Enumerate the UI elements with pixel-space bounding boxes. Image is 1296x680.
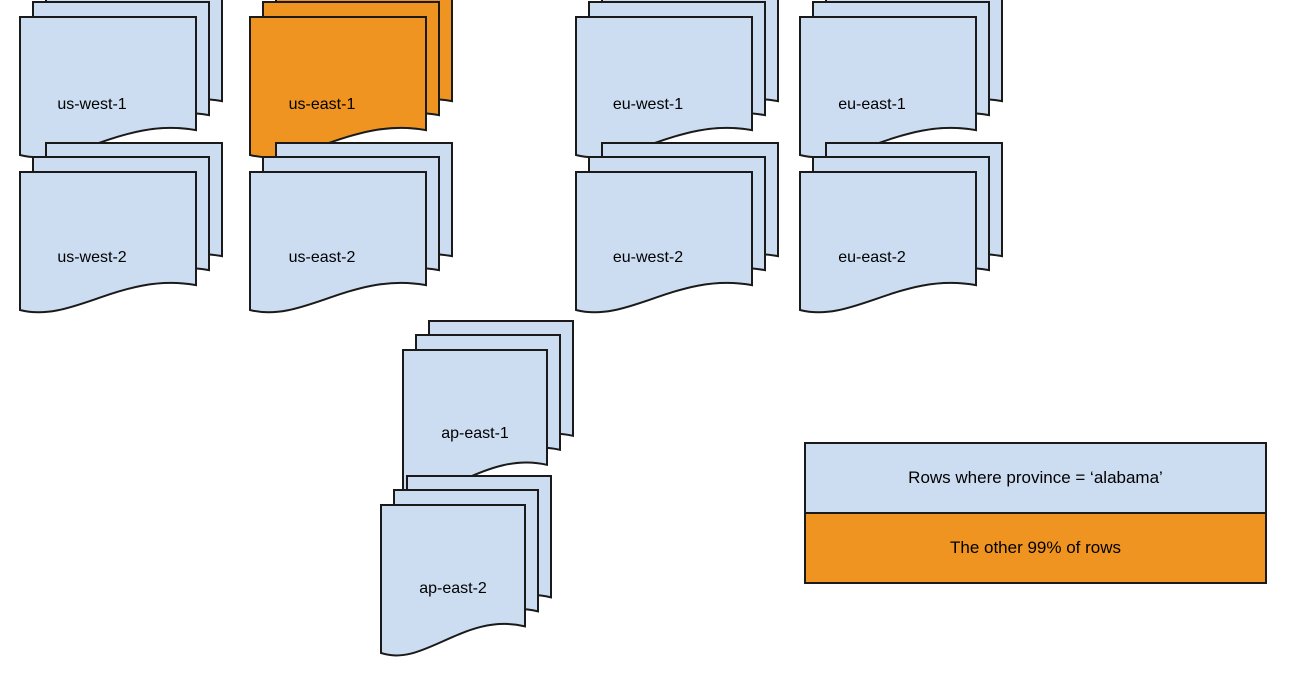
- stack-ap-east-1-sheet-3: [402, 349, 548, 494]
- stack-us-east-1-sheet-3: [249, 16, 427, 159]
- stack-eu-west-2[interactable]: [575, 142, 779, 314]
- stack-eu-east-1[interactable]: [799, 0, 1003, 159]
- stack-us-west-2-sheet-3: [19, 171, 197, 314]
- stack-eu-west-1[interactable]: [575, 0, 779, 159]
- stack-us-east-2-sheet-3: [249, 171, 427, 314]
- stack-us-west-1-sheet-3: [19, 16, 197, 159]
- legend-row-blue: Rows where province = ‘alabama’: [806, 444, 1265, 514]
- stack-eu-east-1-sheet-3: [799, 16, 977, 159]
- stack-us-west-2[interactable]: [19, 142, 223, 314]
- stack-ap-east-1[interactable]: [402, 320, 574, 494]
- stack-eu-west-1-sheet-3: [575, 16, 753, 159]
- legend-row-orange: The other 99% of rows: [806, 514, 1265, 582]
- stack-eu-east-2[interactable]: [799, 142, 1003, 314]
- stack-eu-east-2-sheet-3: [799, 171, 977, 314]
- stack-ap-east-2-sheet-3: [380, 504, 526, 657]
- stack-ap-east-2[interactable]: [380, 475, 552, 657]
- stack-eu-west-2-sheet-3: [575, 171, 753, 314]
- stack-us-east-1[interactable]: [249, 0, 453, 159]
- stack-us-west-1[interactable]: [19, 0, 223, 159]
- legend: Rows where province = ‘alabama’ The othe…: [804, 442, 1267, 584]
- legend-label-orange: The other 99% of rows: [949, 538, 1122, 557]
- stack-us-east-2[interactable]: [249, 142, 453, 314]
- legend-label-blue: Rows where province = ‘alabama’: [908, 468, 1163, 487]
